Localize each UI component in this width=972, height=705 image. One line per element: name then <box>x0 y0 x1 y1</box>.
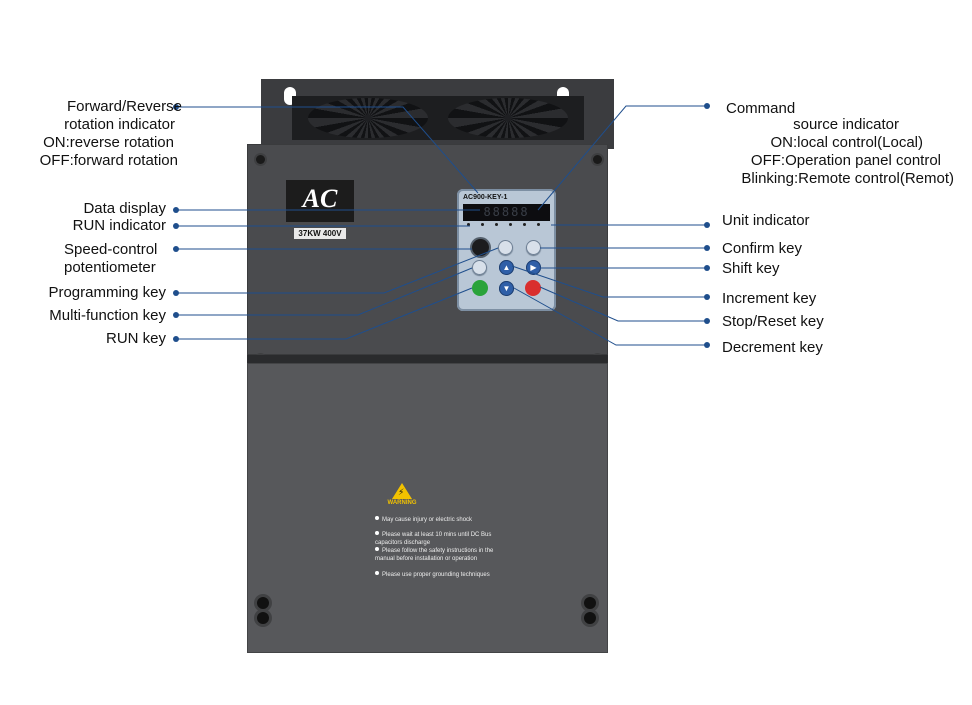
logo-text: AC <box>302 184 338 213</box>
leader-dot <box>173 312 179 318</box>
leader-dot <box>173 290 179 296</box>
keypad-panel: AC900-KEY-1 88888 ▲ ▶ ▼ <box>457 189 556 311</box>
warning-item: Please wait at least 10 mins until DC Bu… <box>375 531 492 546</box>
label-run-key: RUN key <box>105 330 166 347</box>
warning-item: Please use proper grounding techniques <box>375 571 505 579</box>
label-decrement-key: Decrement key <box>722 339 823 356</box>
leader-dot <box>173 246 179 252</box>
unit-indicator-led <box>537 223 540 226</box>
unit-indicator-led <box>509 223 512 226</box>
keypad-model: AC900-KEY-1 <box>463 194 508 201</box>
leader-dot <box>704 265 710 271</box>
display-digits: 88888 <box>483 205 530 219</box>
arrow-up-icon: ▲ <box>502 263 511 272</box>
fan-icon <box>308 98 428 138</box>
screw-icon <box>257 612 269 624</box>
screw-icon <box>584 597 596 609</box>
screw-icon <box>256 155 265 164</box>
leader-line-decrement-key <box>513 287 707 346</box>
speed-potentiometer[interactable] <box>472 239 489 256</box>
leader-line-increment-key <box>511 265 707 298</box>
confirm-key[interactable] <box>526 240 541 255</box>
label-run-indicator: RUN indicator <box>72 217 166 234</box>
leader-dot <box>704 342 710 348</box>
label-increment-key: Increment key <box>722 290 817 307</box>
leader-line-fwd-rev <box>176 106 479 194</box>
run-key[interactable] <box>472 280 488 296</box>
label-stop-reset-key: Stop/Reset key <box>722 313 824 330</box>
label-unit-indicator: Unit indicator <box>722 212 810 229</box>
decrement-key[interactable]: ▼ <box>499 281 514 296</box>
increment-key[interactable]: ▲ <box>499 260 514 275</box>
bullet-icon <box>375 547 379 551</box>
unit-indicator-led <box>523 223 526 226</box>
screw-icon <box>593 155 602 164</box>
label-shift-key: Shift key <box>722 260 780 277</box>
label-fwd-rev: Forward/Reverse rotation indicator ON:re… <box>39 98 182 169</box>
bullet-icon <box>375 571 379 575</box>
programming-key[interactable] <box>498 240 513 255</box>
warning-item: Please follow the safety instructions in… <box>375 547 494 562</box>
run-indicator-led <box>467 223 470 226</box>
leader-dot <box>704 103 710 109</box>
label-command-source-detail: source indicator ON:local control(Local)… <box>741 116 954 187</box>
cover-seam <box>247 355 608 363</box>
label-multi-function-key: Multi-function key <box>49 307 166 324</box>
lower-cover <box>247 363 608 653</box>
label-data-display: Data display <box>83 200 166 217</box>
arrow-down-icon: ▼ <box>502 284 511 293</box>
leader-line-programming-key <box>176 247 499 294</box>
leader-dot <box>704 318 710 324</box>
warning-icon <box>392 483 412 499</box>
lightning-icon: ⚡ <box>398 487 405 497</box>
label-programming-key: Programming key <box>48 284 166 301</box>
multi-function-key[interactable] <box>472 260 487 275</box>
leader-dot <box>704 294 710 300</box>
screw-icon <box>584 612 596 624</box>
label-speed-pot: Speed-control potentiometer <box>64 241 158 276</box>
leader-dot <box>173 207 179 213</box>
leader-line-command-source <box>537 105 707 211</box>
direction-indicator-led <box>481 223 484 226</box>
label-confirm-key: Confirm key <box>722 240 803 257</box>
leader-line-stop-reset-key <box>539 286 707 322</box>
arrow-right-icon: ▶ <box>530 263 537 272</box>
screw-icon <box>257 597 269 609</box>
leader-dot <box>173 336 179 342</box>
fan-icon <box>448 98 568 138</box>
bullet-icon <box>375 516 379 520</box>
label-command-source: Command <box>726 100 796 117</box>
leader-line-multi-function-key <box>176 267 473 316</box>
leader-dot <box>704 245 710 251</box>
leader-dot <box>173 104 179 110</box>
rating-label: 37KW 400V <box>294 228 346 239</box>
leader-line-run-key <box>176 287 473 340</box>
data-display: 88888 <box>463 204 550 221</box>
command-source-led <box>495 223 498 226</box>
warning-item: May cause injury or electric shock <box>375 516 505 524</box>
leader-dot <box>704 222 710 228</box>
stop-reset-key[interactable] <box>525 280 541 296</box>
shift-key[interactable]: ▶ <box>526 260 541 275</box>
leader-dot <box>173 223 179 229</box>
bullet-icon <box>375 531 379 535</box>
warning-title: WARNING <box>387 500 417 506</box>
brand-logo: AC <box>286 180 354 222</box>
cooling-fans <box>292 96 584 140</box>
